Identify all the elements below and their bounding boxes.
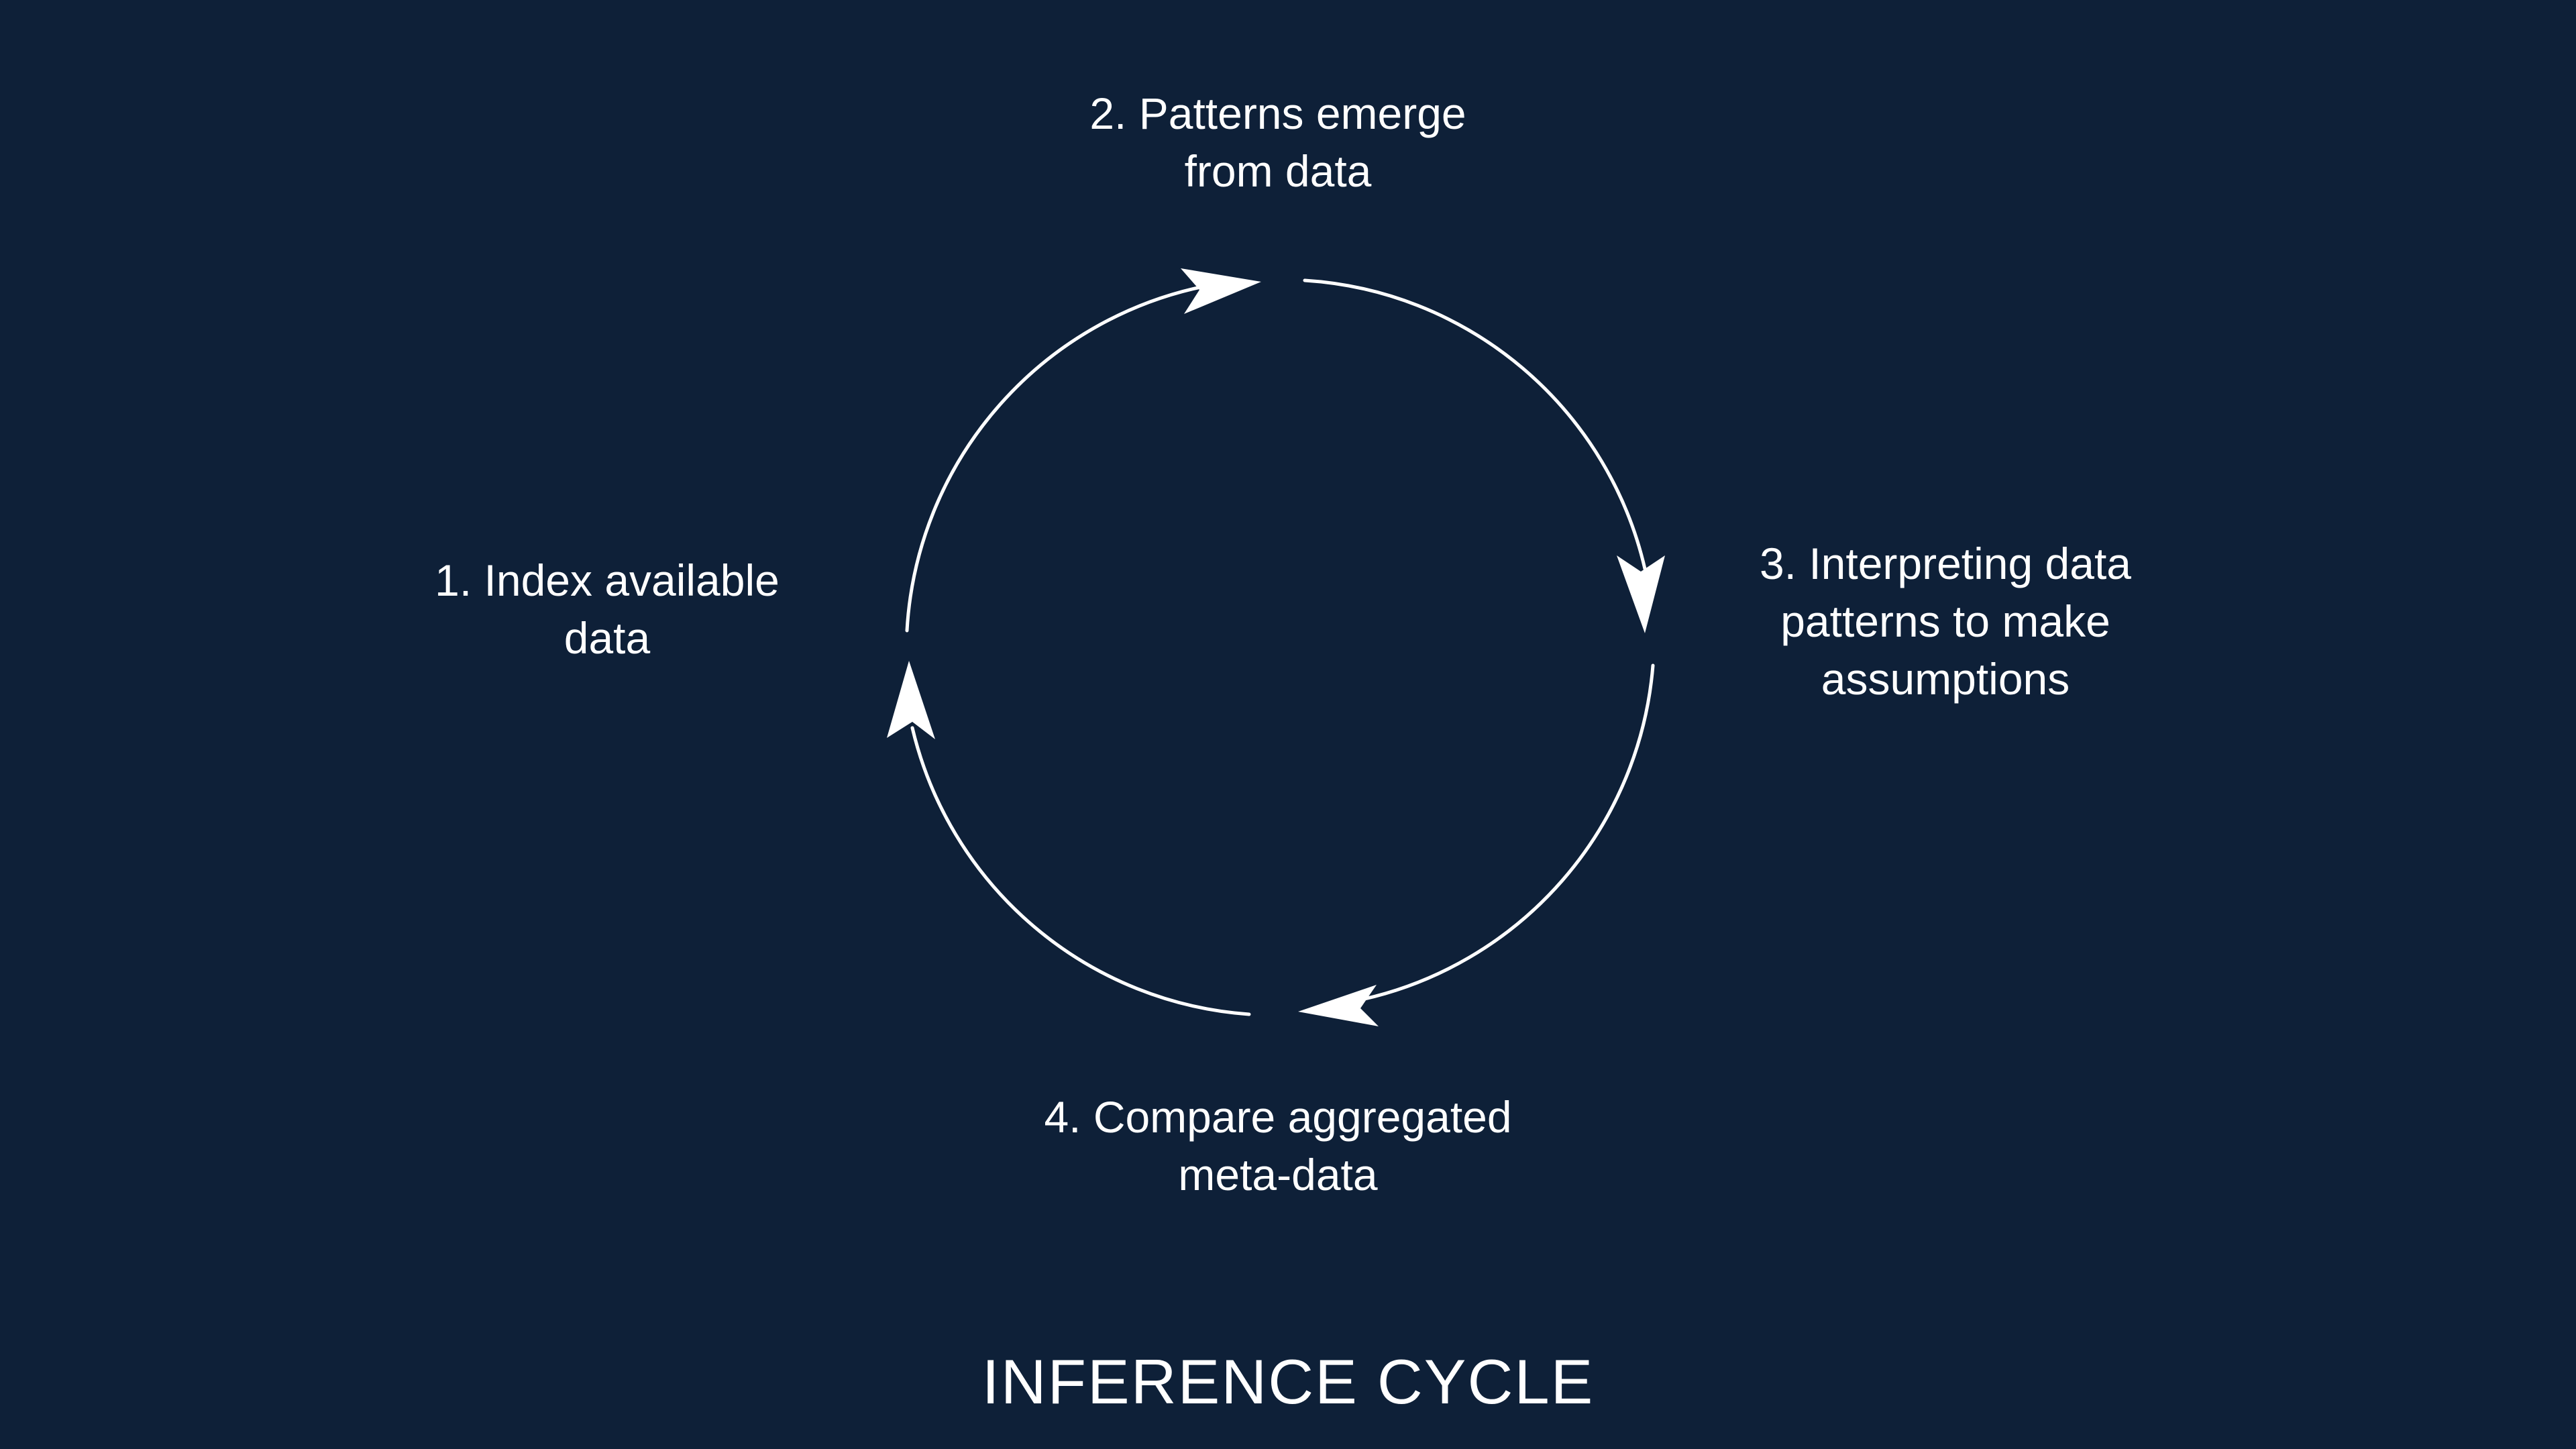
arrowhead-to-step2 xyxy=(1181,268,1261,314)
arc-step1-to-step2 xyxy=(905,282,1216,633)
step-1-line-1: 1. Index available xyxy=(435,555,780,605)
step-2-line-2: from data xyxy=(1184,146,1372,196)
step-2-line-1: 2. Patterns emerge xyxy=(1089,89,1466,138)
step-4-line-2: meta-data xyxy=(1178,1150,1378,1199)
step-2-label: 2. Patterns emerge from data xyxy=(1060,85,1496,200)
arc-step2-to-step3 xyxy=(1303,278,1647,571)
arrowhead-to-step3 xyxy=(1617,555,1665,633)
arc-step3-to-step4 xyxy=(1360,663,1655,1002)
step-3-line-2: patterns to make xyxy=(1780,596,2110,646)
step-3-line-3: assumptions xyxy=(1821,654,2070,704)
step-4-line-1: 4. Compare aggregated xyxy=(1044,1092,1512,1142)
step-4-label: 4. Compare aggregated meta-data xyxy=(993,1088,1563,1203)
diagram-title: INFERENCE CYCLE xyxy=(981,1346,1595,1417)
step-1-label: 1. Index available data xyxy=(389,551,825,667)
step-1-line-2: data xyxy=(564,613,651,663)
step-3-line-1: 3. Interpreting data xyxy=(1759,539,2132,588)
arrowhead-to-step1 xyxy=(887,661,935,739)
arrowhead-to-step4 xyxy=(1298,985,1379,1026)
step-3-label: 3. Interpreting data patterns to make as… xyxy=(1711,535,2180,708)
arc-step4-to-step1 xyxy=(910,726,1251,1016)
